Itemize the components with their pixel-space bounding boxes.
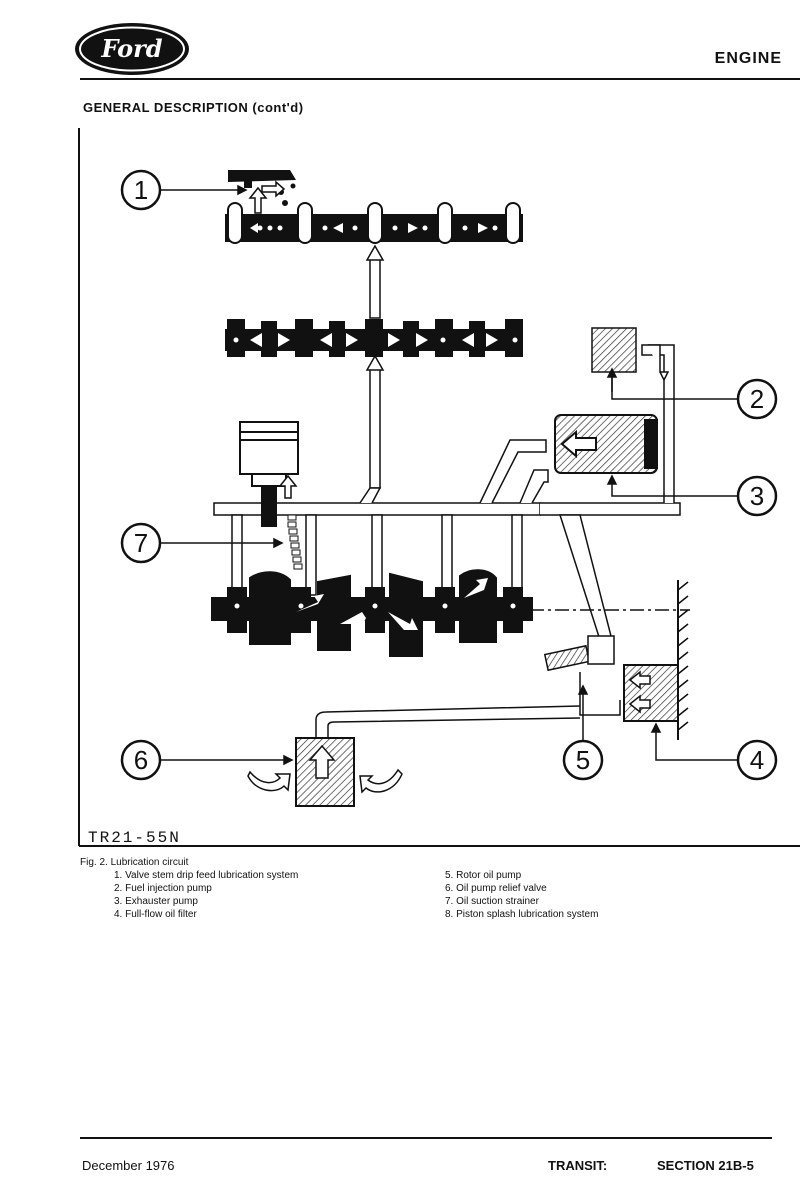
- figure-ref-code: TR21-55N: [88, 829, 181, 847]
- camshaft: [225, 319, 523, 357]
- piston: [239, 421, 299, 527]
- callout-6-label: 6: [134, 745, 148, 775]
- splash-arrows: [247, 768, 403, 794]
- oil-filter: [623, 664, 679, 722]
- fuel-injection-pump: [591, 327, 670, 392]
- callout-7: [120, 522, 162, 564]
- rocker-shaft: [225, 202, 523, 244]
- footer-date: December 1976: [82, 1158, 175, 1173]
- callouts: [120, 169, 778, 781]
- callout-2: [736, 378, 778, 420]
- callout-3: [736, 475, 778, 517]
- callout-5: [562, 739, 604, 781]
- ford-logo: Ford: [75, 23, 189, 75]
- caption-item: 7. Oil suction strainer: [445, 896, 539, 907]
- caption-item: 3. Exhauster pump: [114, 896, 198, 907]
- caption-item: 1. Valve stem drip feed lubrication syst…: [114, 870, 299, 881]
- caption-item: 8. Piston splash lubrication system: [445, 909, 599, 920]
- upper-feed-pipe: [365, 244, 385, 489]
- callout-6: [120, 739, 162, 781]
- caption-title: Fig. 2. Lubrication circuit: [80, 857, 189, 868]
- lubrication-circuit-figure: 1 2 3 4 5 6 7 TR21-55N: [78, 128, 800, 847]
- main-oil-gallery: [213, 344, 681, 641]
- callout-7-label: 7: [134, 528, 148, 558]
- section-title: ENGINE: [714, 50, 782, 67]
- callout-1: [120, 169, 162, 211]
- leader-lines: [160, 184, 738, 766]
- footer-rule: [80, 1137, 772, 1139]
- callout-1-label: 1: [134, 175, 148, 205]
- callout-4: [736, 739, 778, 781]
- suction-pipe: [315, 705, 581, 740]
- callout-5-label: 5: [576, 745, 590, 775]
- caption-item: 6. Oil pump relief valve: [445, 883, 547, 894]
- footer-model: TRANSIT:: [548, 1158, 608, 1173]
- callout-4-label: 4: [750, 745, 764, 775]
- splash-dots: [287, 514, 303, 570]
- oil-strainer: [295, 737, 355, 807]
- figure-caption-right: 5. Rotor oil pump 6. Oil pump relief val…: [445, 869, 598, 921]
- drip-arrow: [248, 180, 286, 214]
- callout-2-label: 2: [750, 384, 764, 414]
- exhauster-pump: [554, 414, 658, 474]
- caption-item: 5. Rotor oil pump: [445, 870, 522, 881]
- header-rule: [80, 78, 800, 80]
- crankshaft: [211, 569, 533, 657]
- ford-logo-text: Ford: [100, 34, 162, 63]
- caption-item: 2. Fuel injection pump: [114, 883, 212, 894]
- caption-item: 4. Full-flow oil filter: [114, 909, 197, 920]
- figure-frame: [78, 128, 800, 847]
- page-subtitle: GENERAL DESCRIPTION (cont'd): [83, 100, 304, 115]
- figure-caption: Fig. 2. Lubrication circuit 1. Valve ste…: [80, 856, 298, 921]
- footer-section: SECTION 21B-5: [657, 1158, 754, 1173]
- engine-wall: [677, 580, 689, 740]
- callout-3-label: 3: [750, 481, 764, 511]
